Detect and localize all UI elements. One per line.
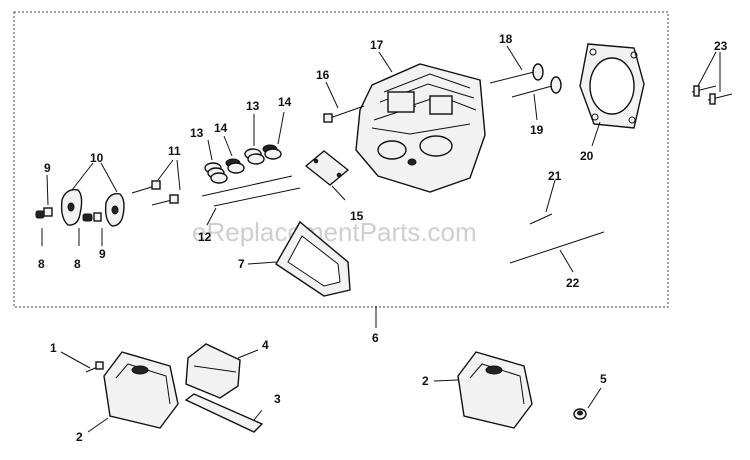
callout-17: 17 (370, 38, 384, 52)
dowel-pins (691, 85, 733, 105)
valve-cover-right (457, 351, 533, 429)
callout-5: 5 (600, 372, 607, 386)
rocker-nut-right (93, 212, 102, 222)
callout-13-left: 13 (190, 126, 204, 140)
callout-19: 19 (530, 123, 544, 137)
cover-bolt (85, 361, 104, 373)
callout-23: 23 (714, 39, 728, 53)
valve-spring-right (244, 148, 265, 165)
callout-9-left: 9 (44, 161, 51, 175)
cylinder-head-assembly-box (13, 11, 669, 308)
rocker-pivot-right (82, 213, 93, 222)
cylinder-head (355, 63, 486, 193)
long-stud (509, 231, 605, 264)
callout-4: 4 (262, 338, 269, 352)
valve-cover-left (103, 351, 179, 429)
rocker-stud-upper (131, 180, 161, 194)
callout-10: 10 (90, 151, 104, 165)
grommet (573, 408, 587, 420)
callout-7: 7 (238, 257, 245, 271)
callout-22: 22 (566, 276, 580, 290)
short-stud (529, 213, 553, 225)
callout-2-left: 2 (76, 430, 83, 444)
callout-11: 11 (168, 144, 181, 158)
rocker-cover-gasket (275, 220, 351, 297)
callout-8-right: 8 (74, 257, 81, 271)
callout-20: 20 (580, 149, 594, 163)
callout-13-right: 13 (246, 99, 260, 113)
head-bolt (323, 105, 365, 123)
callout-8-left: 8 (38, 257, 45, 271)
callout-18: 18 (499, 32, 513, 46)
breather-tube (184, 393, 264, 433)
callout-9-right: 9 (99, 247, 106, 261)
rocker-pivot-left (35, 210, 45, 219)
callout-12: 12 (198, 230, 212, 244)
callout-1: 1 (50, 341, 57, 355)
callout-6: 6 (372, 331, 379, 345)
spring-retainer-right (262, 144, 282, 160)
callout-14-left: 14 (214, 121, 228, 135)
leader-lines (41, 45, 721, 433)
callout-14-right: 14 (278, 95, 292, 109)
valve-spring-left (204, 162, 228, 184)
spring-retainer-left (225, 158, 245, 174)
callout-3: 3 (274, 392, 281, 406)
watermark-text: eReplacementParts.com (192, 217, 477, 247)
rocker-stud-lower (151, 194, 179, 206)
callout-21: 21 (548, 169, 562, 183)
intake-valve (489, 63, 544, 84)
breather-plate (304, 150, 350, 186)
breather-element (185, 343, 241, 399)
rocker-arm-left (60, 189, 83, 226)
rocker-nut-left (43, 207, 53, 217)
exhaust-valve (511, 76, 562, 98)
callout-2-right: 2 (422, 374, 429, 388)
callout-15: 15 (350, 209, 364, 223)
head-gasket (579, 43, 645, 129)
rocker-arm-right (104, 193, 125, 227)
push-rods (201, 175, 301, 207)
callout-16: 16 (316, 68, 330, 82)
